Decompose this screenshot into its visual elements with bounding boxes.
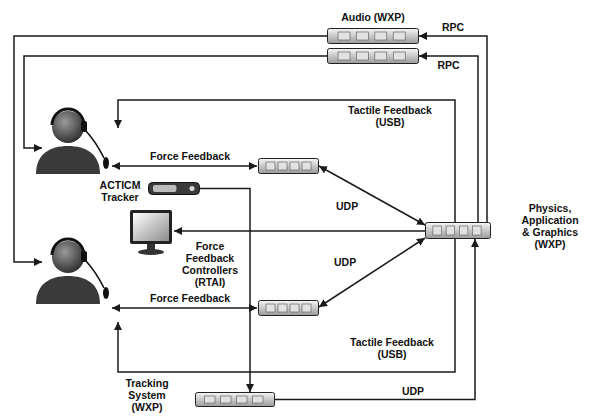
wire-group: [14, 36, 455, 372]
person-icon: [36, 239, 109, 304]
wire-label: UDP: [336, 200, 358, 212]
server-node: Audio (WXP): [327, 28, 419, 64]
server-slot: [338, 52, 350, 60]
server-slot: [278, 304, 287, 312]
server-slot: [473, 226, 482, 235]
server-case: [259, 159, 319, 174]
tactile-wire: [118, 100, 455, 222]
server-case: [328, 49, 419, 64]
wire-label: Force Feedback Controllers (RTAI): [176, 240, 244, 288]
connector-arrow: [419, 56, 478, 222]
headset-ear: [81, 251, 87, 262]
wire-label: Force Feedback: [140, 292, 240, 304]
server-node: Tracking System (WXP): [195, 392, 275, 407]
wire-label: Tactile Feedback (USB): [342, 336, 442, 360]
udp-wire: [319, 238, 425, 307]
tracker-led: [190, 186, 195, 191]
controller-box: [259, 159, 319, 174]
server-slot: [393, 32, 405, 40]
monitor-base: [138, 249, 164, 255]
edge-label: RPC: [440, 21, 466, 33]
server-node: ACTICM Tracker: [148, 182, 200, 195]
display-wire: [174, 230, 425, 232]
server-slot: [356, 32, 368, 40]
node-icon: [327, 28, 419, 64]
node-heading: Physics, Application & Graphics (WXP): [518, 202, 582, 250]
node-icon: [195, 392, 275, 407]
person-body: [36, 146, 100, 174]
connector-arrow: [200, 189, 250, 393]
tracker-device: [149, 183, 200, 195]
force-feedback-wire: [112, 307, 257, 309]
server-case: [328, 29, 419, 44]
person-head: [52, 241, 84, 273]
udp-wire: [319, 166, 425, 225]
headset-band: [52, 109, 84, 125]
server-slot: [338, 32, 350, 40]
force-feedback-wire: [112, 165, 257, 167]
server-slot: [253, 396, 263, 403]
server-slot: [290, 162, 299, 170]
person-icon: [36, 109, 109, 174]
controller-box: [259, 301, 319, 316]
node-heading: Audio (WXP): [307, 11, 439, 23]
server-slot: [221, 396, 231, 403]
server-slot: [278, 162, 287, 170]
server-node: Physics, Application & Graphics (WXP): [425, 222, 491, 239]
edge-label: RPC: [435, 59, 461, 71]
server-case: [259, 301, 319, 316]
audio-wire: [24, 56, 327, 148]
edge-label: UDP: [400, 385, 426, 397]
server-slot: [446, 226, 455, 235]
server-slot: [266, 162, 275, 170]
server-slot: [433, 226, 442, 235]
server-slot: [302, 304, 311, 312]
server-slot: [356, 52, 368, 60]
node-icon: [425, 222, 491, 239]
audio-wire: [14, 36, 327, 262]
wire-label: UDP: [334, 256, 356, 268]
node-heading: Tracking System (WXP): [119, 377, 175, 413]
monitor-frame: [130, 210, 172, 244]
tactile-wire: [118, 239, 455, 372]
person-body: [36, 276, 100, 304]
server-slot: [302, 162, 311, 170]
wire-label: Force Feedback: [140, 150, 240, 162]
connector-arrow: [275, 239, 475, 400]
monitor-icon: [130, 210, 172, 255]
mic-boom: [86, 261, 104, 288]
server-slot: [459, 226, 468, 235]
server-slot: [237, 396, 247, 403]
server-slot: [375, 32, 387, 40]
headset-ear: [81, 121, 87, 132]
microphone: [103, 157, 109, 169]
microphone: [103, 287, 109, 299]
server-case: [196, 393, 275, 407]
node-icon: [148, 182, 200, 195]
server-slot: [266, 304, 275, 312]
headset-band: [52, 239, 84, 255]
server-slot: [393, 52, 405, 60]
server-slot: [290, 304, 299, 312]
wire-label: Tactile Feedback (USB): [340, 104, 440, 128]
server-slot: [205, 396, 215, 403]
server-slot: [375, 52, 387, 60]
server-case: [426, 223, 491, 239]
person-head: [52, 111, 84, 143]
mic-boom: [86, 131, 104, 158]
monitor-screen: [133, 213, 169, 241]
tracker-sensor: [153, 185, 176, 192]
connector-arrow: [419, 36, 487, 222]
node-heading: ACTICM Tracker: [95, 179, 145, 203]
